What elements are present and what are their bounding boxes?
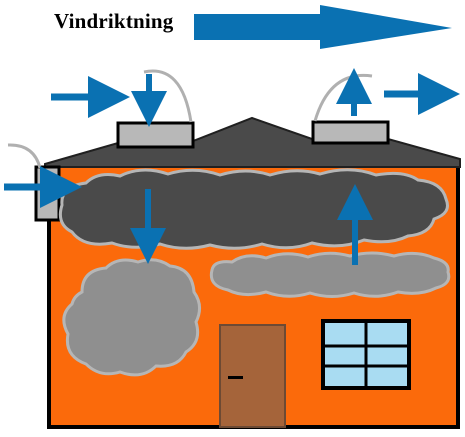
house-roof [44,116,461,168]
wall-vent-hood [7,143,42,169]
dark-cloud-icon [58,168,449,250]
wind-direction-arrow-icon [194,5,452,49]
light-cloud-right-icon [209,251,451,298]
roof-vent-right-hood [313,73,373,122]
wind-direction-label: Vindriktning [54,9,174,33]
house-window [321,319,411,390]
roof-vent-left [116,121,195,149]
wall-vent [34,165,61,222]
door-handle [228,376,243,379]
roof-vent-right [311,120,390,145]
roof-vent-left-hood [143,69,193,123]
